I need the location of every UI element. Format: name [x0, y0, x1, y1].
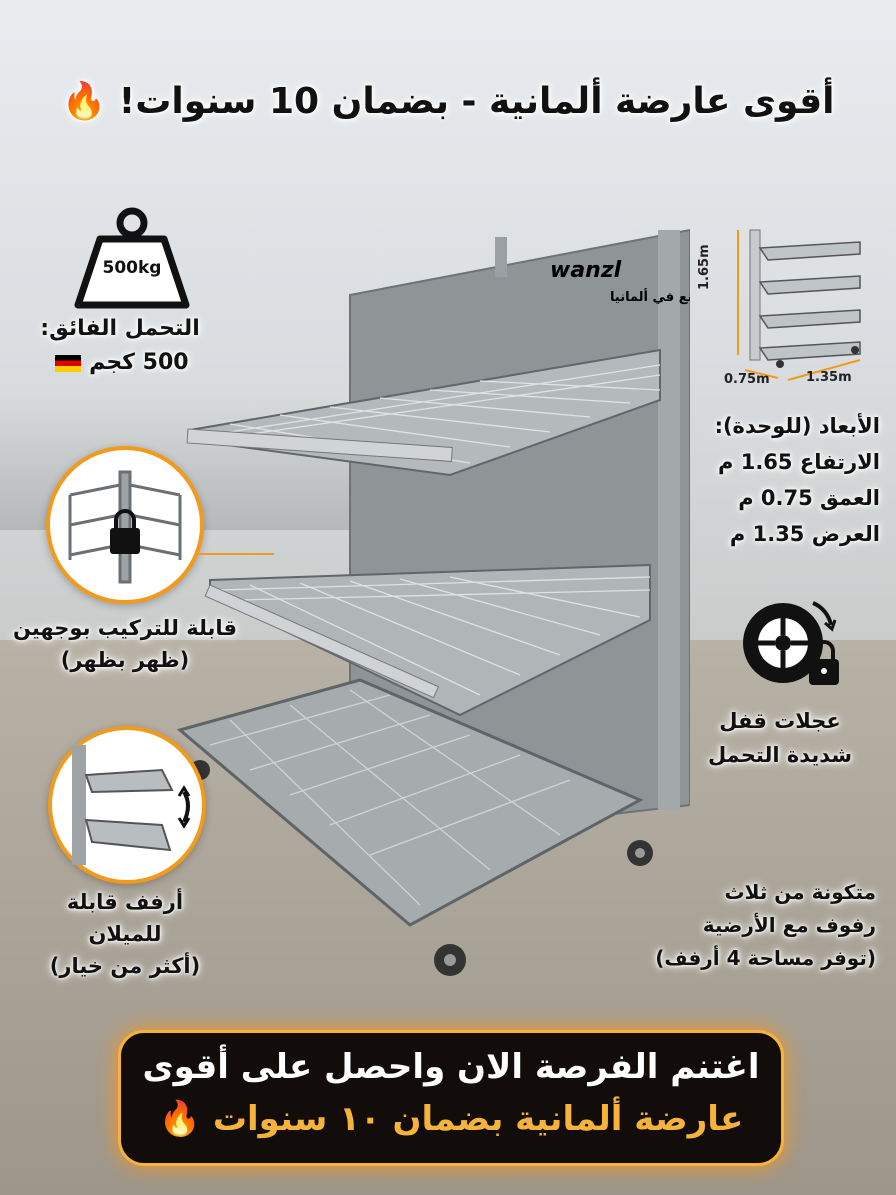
shelves-line-3: (توفر مساحة 4 أرفف) — [655, 946, 876, 970]
cta-line-1: اغتنم الفرصة الان واحصل على أقوى — [142, 1047, 760, 1087]
dimensions-diagram — [737, 229, 861, 381]
cta-line-2: عارضة ألمانية بضمان ١٠ سنوات 🔥 — [158, 1099, 744, 1139]
wheels-label: عجلات قفل شديدة التحمل — [680, 704, 880, 772]
dimensions-depth: العمق 0.75 م — [738, 486, 880, 510]
width-mark: 1.35m — [806, 370, 852, 385]
brand-logo: wanzl — [550, 258, 622, 283]
wheel-lock-icon — [743, 601, 839, 685]
tilt-line-1: أرفف قابلة — [66, 890, 184, 914]
dimensions-width: العرض 1.35 م — [729, 522, 880, 546]
weight-icon — [74, 207, 190, 309]
depth-mark: 0.75m — [724, 372, 770, 387]
dimensions-label: الأبعاد (للوحدة): الارتفاع 1.65 م العمق … — [640, 408, 880, 552]
dual-mount-label: قابلة للتركيب بوجهين (ظهر بظهر) — [0, 612, 250, 676]
page-title: أقوى عارضة ألمانية - بضمان 10 سنوات! 🔥 — [61, 81, 835, 122]
shelves-line-1: متكونة من ثلاث — [724, 880, 876, 904]
dual-mount-line-2: (ظهر بظهر) — [60, 648, 190, 672]
made-in-label: صنع في ألمانيا — [610, 288, 690, 305]
product-display-rack: wanzl صنع في ألمانيا — [176, 228, 690, 976]
weight-badge: 500kg — [102, 258, 162, 278]
dimensions-heading: الأبعاد (للوحدة): — [714, 414, 880, 438]
wheels-line-2: شديدة التحمل — [707, 743, 853, 767]
shelves-line-2: رفوف مع الأرضية — [702, 913, 876, 937]
back-to-back-shelves-icon — [68, 470, 182, 584]
germany-flag-icon — [55, 354, 82, 372]
tilt-line-3: (أكثر من خيار) — [49, 954, 201, 978]
tilt-shelves-circle — [48, 726, 206, 884]
height-mark: 1.65m — [697, 244, 712, 290]
tilt-line-2: للميلان — [88, 922, 162, 946]
dual-mount-line-1: قابلة للتركيب بوجهين — [12, 616, 238, 640]
cta-banner[interactable]: اغتنم الفرصة الان واحصل على أقوى عارضة أ… — [118, 1030, 784, 1166]
shelves-label: متكونة من ثلاث رفوف مع الأرضية (توفر مسا… — [630, 876, 876, 975]
dual-mount-circle — [46, 446, 204, 604]
dual-mount-pointer — [196, 553, 274, 555]
weight-capacity-value: 500 كجم — [20, 346, 220, 380]
wheels-line-1: عجلات قفل — [719, 709, 841, 733]
weight-capacity-label: التحمل الفائق: 500 كجم — [20, 312, 220, 380]
tilt-shelves-icon — [72, 745, 191, 865]
weight-capacity-title: التحمل الفائق: — [40, 316, 200, 341]
dimensions-height: الارتفاع 1.65 م — [718, 450, 880, 474]
tilt-shelves-label: أرفف قابلة للميلان (أكثر من خيار) — [10, 886, 240, 982]
